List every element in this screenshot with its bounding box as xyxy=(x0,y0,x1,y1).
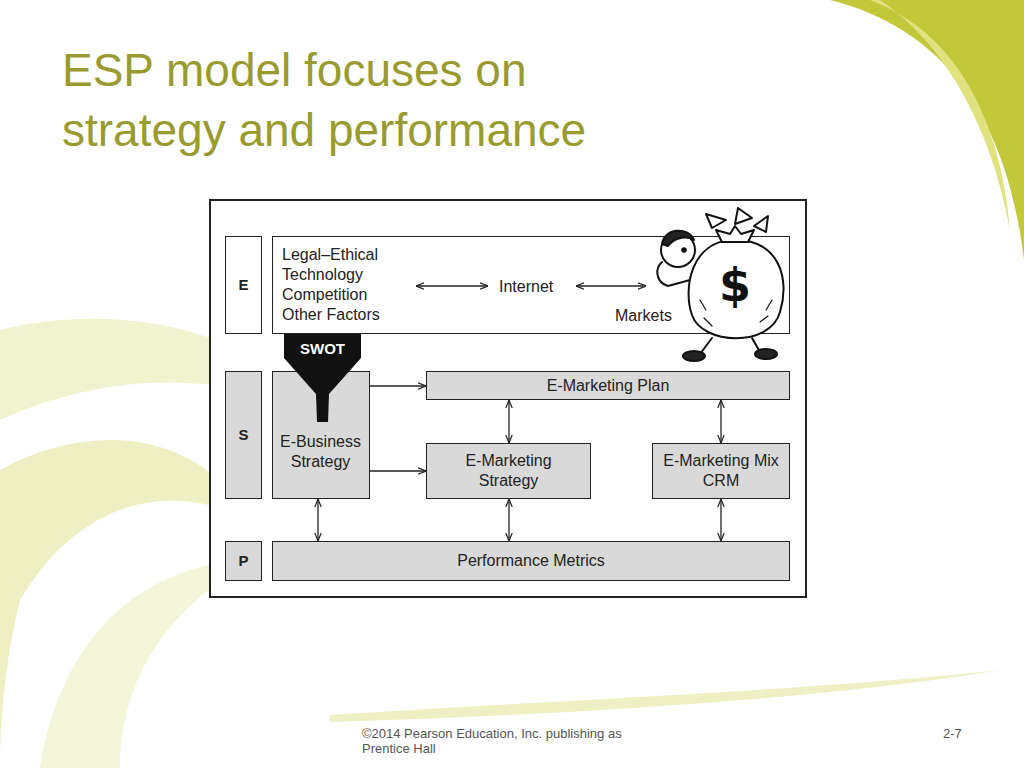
connector-arrow xyxy=(508,499,509,541)
node-text: E-Marketing Strategy xyxy=(453,451,565,491)
shoe xyxy=(683,351,705,361)
connector-arrow xyxy=(370,470,426,471)
slide-title: ESP model focuses on strategy and perfor… xyxy=(62,40,672,160)
dollar-sign: $ xyxy=(700,262,770,308)
left-swirl xyxy=(0,440,250,768)
swot-funnel: SWOT xyxy=(284,334,361,422)
band-letter-box: S xyxy=(225,371,262,499)
strategy-box: E-Marketing Mix CRM xyxy=(652,443,790,499)
hair xyxy=(662,231,694,246)
money-bag xyxy=(689,240,784,338)
internet-arrow xyxy=(416,285,488,286)
plan-bar: E-Marketing Plan xyxy=(426,371,790,400)
connector-arrow xyxy=(508,400,509,443)
node-text: E xyxy=(238,275,248,295)
bottom-swoosh xyxy=(330,670,1000,722)
corner-swoosh xyxy=(830,0,1024,260)
strategy-box: E-Marketing Strategy xyxy=(426,443,591,499)
funnel-outline xyxy=(284,334,361,422)
slide-number: 2-7 xyxy=(943,726,962,741)
environment-box: Legal–Ethical Technology Competition Oth… xyxy=(272,236,790,334)
bag-knot xyxy=(716,226,754,242)
diagram-frame xyxy=(210,200,806,597)
node-text: Internet xyxy=(499,277,553,297)
band-letter-box: E xyxy=(225,236,262,334)
node-text: Legal–Ethical Technology Competition Oth… xyxy=(282,245,394,325)
internet-arrow xyxy=(576,285,646,286)
copyright-footer: ©2014 Pearson Education, Inc. publishing… xyxy=(362,726,667,756)
bill xyxy=(735,208,752,224)
corner-swoosh-highlight xyxy=(870,0,1010,230)
band-letter-box: P xyxy=(225,541,262,581)
bill xyxy=(706,214,726,228)
connector-arrow xyxy=(317,499,318,541)
left-swirl xyxy=(40,560,260,768)
node-text: E-Marketing Plan xyxy=(547,376,670,396)
leg xyxy=(700,338,712,354)
node-text: Markets xyxy=(615,306,672,326)
head xyxy=(661,233,695,267)
connector-arrow xyxy=(720,499,721,541)
connector-arrow xyxy=(370,385,426,386)
node-text: P xyxy=(238,551,248,571)
shoe xyxy=(755,349,777,359)
funnel-shape xyxy=(284,334,361,422)
strategy-box: E-Business Strategy xyxy=(272,371,370,499)
bill xyxy=(754,216,768,232)
node-text: E-Marketing Mix CRM xyxy=(657,451,785,491)
metrics-bar: Performance Metrics xyxy=(272,541,790,581)
connector-arrow xyxy=(720,400,721,443)
arm xyxy=(657,262,690,286)
node-text: E-Business Strategy xyxy=(273,432,368,472)
node-text: S xyxy=(238,425,248,445)
node-text: SWOT xyxy=(284,339,361,359)
shading xyxy=(700,300,772,326)
leg xyxy=(752,338,760,352)
node-text: Performance Metrics xyxy=(457,551,605,571)
eye xyxy=(682,248,686,252)
left-swirl xyxy=(0,319,330,420)
